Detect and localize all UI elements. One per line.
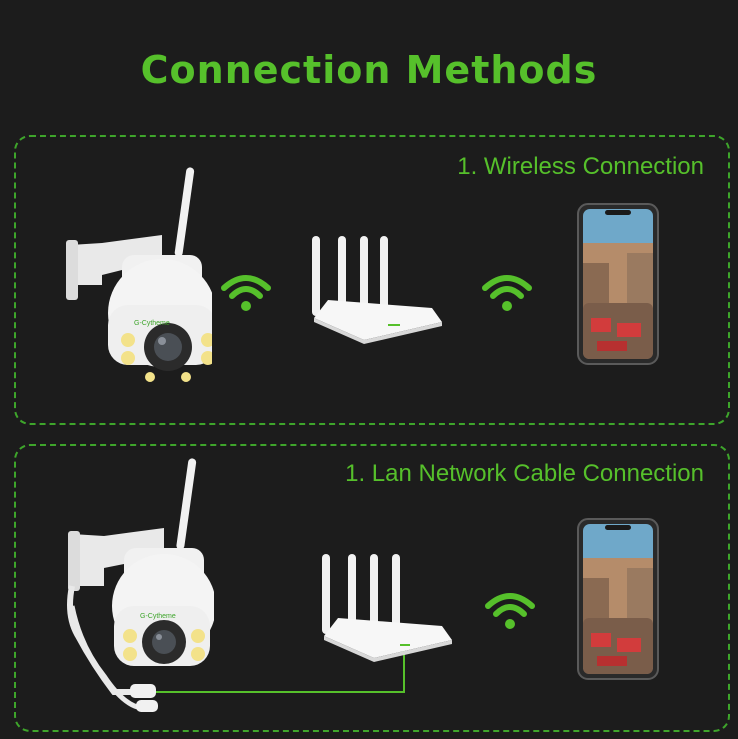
router-image: [318, 550, 458, 662]
ptz-camera-image: G-Cytheme: [64, 456, 214, 726]
smartphone-image: [577, 518, 659, 680]
router-image: [308, 232, 448, 344]
panel-label: 1. Wireless Connection: [457, 153, 704, 180]
camera-brand-label: G-Cytheme: [134, 320, 170, 327]
ptz-camera-image: G-Cytheme: [62, 165, 212, 395]
wifi-icon: [220, 272, 272, 314]
wifi-icon: [481, 272, 533, 314]
panel-label: 1. Lan Network Cable Connection: [345, 460, 704, 487]
smartphone-image: [577, 203, 659, 365]
lan-connection-panel: 1. Lan Network Cable Connection: [14, 444, 730, 732]
wireless-connection-panel: 1. Wireless Connection: [14, 135, 730, 425]
camera-brand-label: G-Cytheme: [140, 613, 176, 620]
wifi-icon: [484, 590, 536, 632]
page-title: Connection Methods: [140, 48, 598, 92]
lan-cable-line: [150, 644, 410, 696]
